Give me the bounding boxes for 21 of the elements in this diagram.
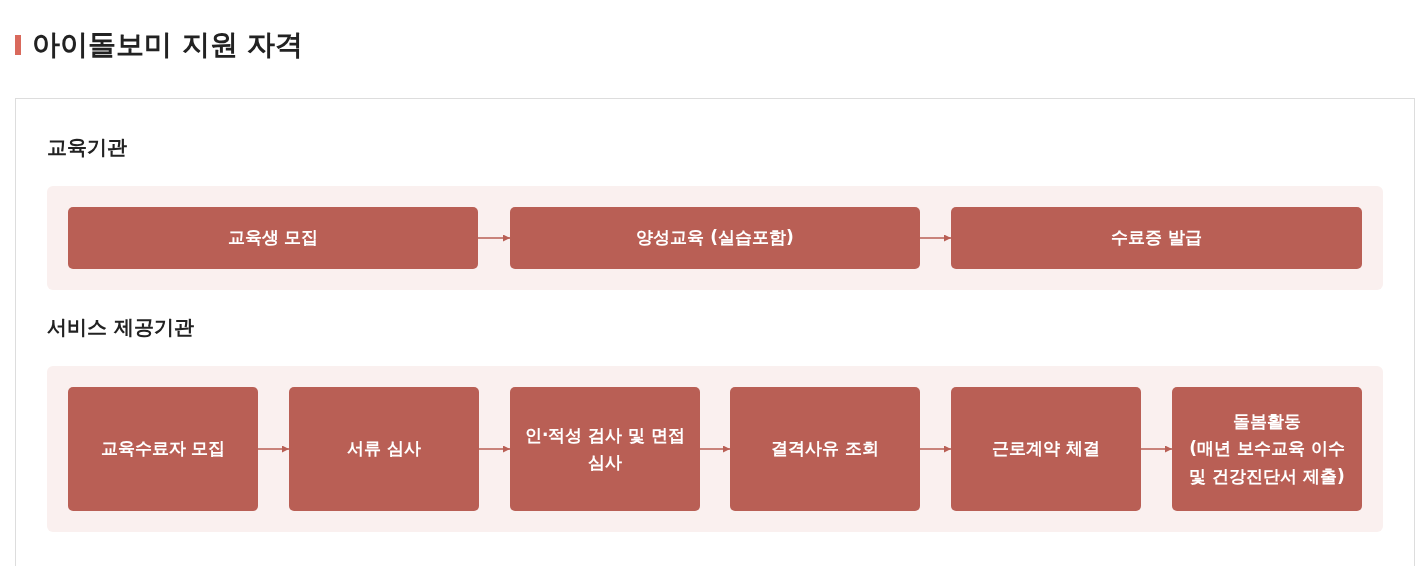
arrow xyxy=(257,445,290,453)
arrow xyxy=(478,445,511,453)
step-note: (매년 보수교육 이수 및 건강진단서 제출) xyxy=(1188,437,1346,488)
section-heading: 교육기관 xyxy=(47,134,127,161)
step-title: 돌봄활동 xyxy=(1233,410,1301,434)
process-box: 결격사유 조회 xyxy=(730,387,920,511)
arrow xyxy=(1140,445,1173,453)
arrow xyxy=(699,445,731,453)
arrow xyxy=(477,234,511,242)
section-heading: 서비스 제공기관 xyxy=(47,314,194,341)
process-box: 근로계약 체결 xyxy=(951,387,1141,511)
page-title: 아이돌보미 지원 자격 xyxy=(32,27,304,63)
arrow xyxy=(919,445,952,453)
process-box: 서류 심사 xyxy=(289,387,479,511)
arrow xyxy=(919,234,952,242)
process-box xyxy=(1172,387,1362,511)
process-box: 교육생 모집 xyxy=(68,207,478,269)
process-box: 양성교육 (실습포함) xyxy=(510,207,920,269)
process-box: 교육수료자 모집 xyxy=(68,387,258,511)
process-box: 인·적성 검사 및 면접심사 xyxy=(510,387,700,511)
process-box: 수료증 발급 xyxy=(951,207,1362,269)
